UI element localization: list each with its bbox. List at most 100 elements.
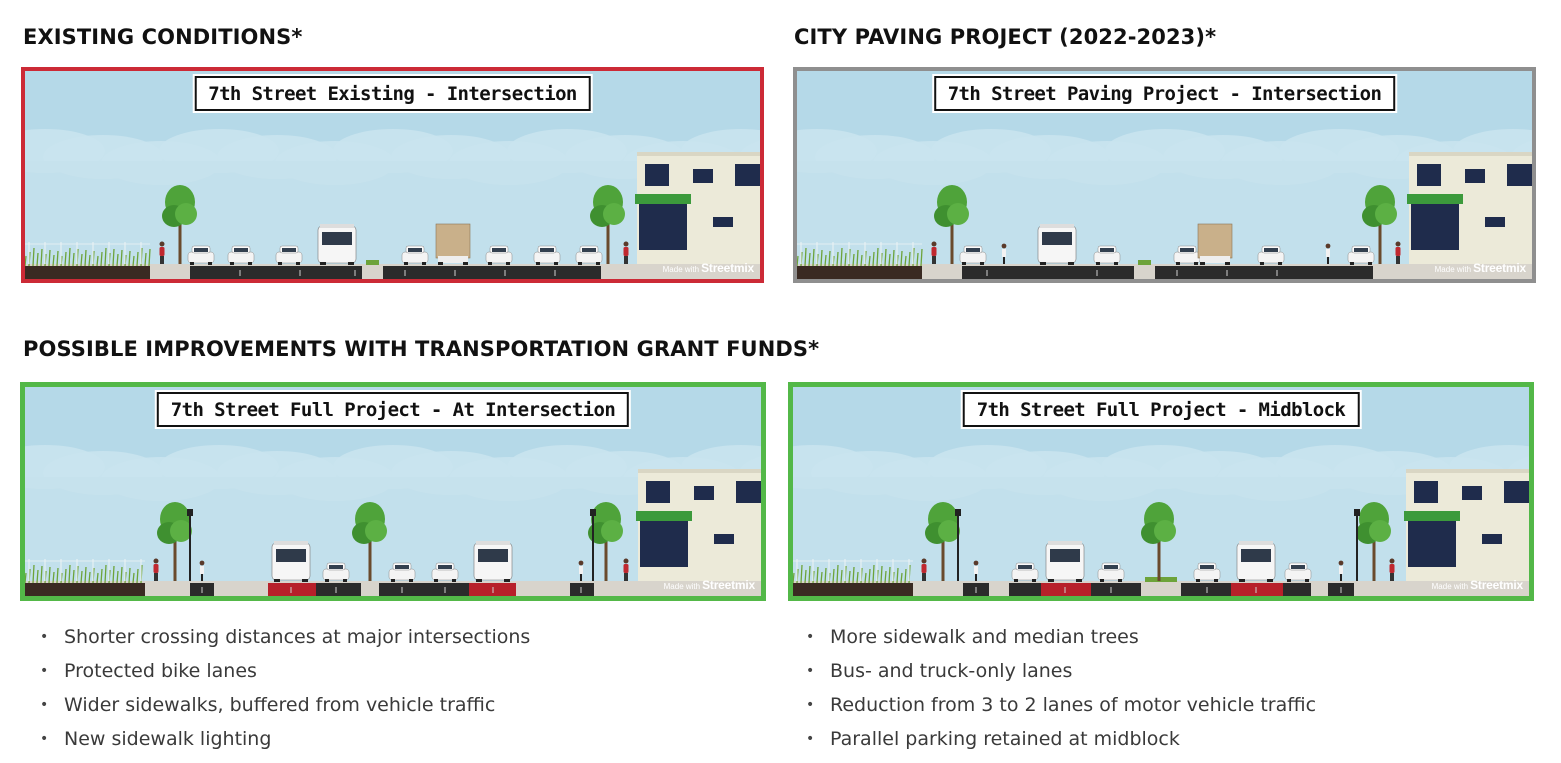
tree xyxy=(590,185,625,264)
shop-window xyxy=(640,521,688,567)
panel-title-existing: 7th Street Existing - Intersection xyxy=(194,76,591,111)
bullet-icon: • xyxy=(806,697,815,713)
person-legs xyxy=(160,256,164,264)
person-body xyxy=(159,247,165,256)
grass-blade xyxy=(824,254,827,267)
pedestrian xyxy=(623,241,629,264)
cyclist-body xyxy=(974,566,978,574)
car-wheel xyxy=(343,579,347,582)
grass-blade xyxy=(48,566,51,584)
grass-blade xyxy=(844,252,847,267)
car xyxy=(1257,245,1285,265)
building-cornice xyxy=(638,469,761,473)
grass-blade xyxy=(36,569,39,584)
list-item: •New sidewalk lighting xyxy=(23,722,530,756)
car-body xyxy=(1347,251,1375,264)
heading-possible-improvements: POSSIBLE IMPROVEMENTS WITH TRANSPORTATIO… xyxy=(23,337,820,361)
travel-lane xyxy=(1155,266,1373,279)
shop-window xyxy=(639,204,687,250)
car-wheel xyxy=(391,579,395,582)
list-item: •Shorter crossing distances at major int… xyxy=(23,620,530,654)
grass-blade xyxy=(808,252,811,267)
bus-wheel xyxy=(1068,262,1074,265)
grass-blade xyxy=(840,247,843,267)
cyclist-head xyxy=(1001,243,1007,249)
car-wheel xyxy=(1260,262,1264,265)
car-body xyxy=(1097,568,1125,581)
car xyxy=(1097,562,1125,582)
street-lamp xyxy=(955,509,961,581)
person-head xyxy=(1389,558,1395,564)
watermark-prefix: Made with xyxy=(1431,582,1469,591)
list-item: •Bus- and truck-only lanes xyxy=(789,654,1316,688)
benefits-list-left: •Shorter crossing distances at major int… xyxy=(23,620,530,756)
bus-wheel xyxy=(320,262,326,265)
truck-bumper xyxy=(1200,256,1230,263)
building-window xyxy=(714,534,734,544)
car-wheel xyxy=(1096,262,1100,265)
bullet-icon: • xyxy=(40,697,49,713)
median xyxy=(1134,264,1155,279)
list-item: •Protected bike lanes xyxy=(23,654,530,688)
car-windshield xyxy=(234,248,248,252)
full-project-midblock-panel: 7th Street Full Project - Midblock Made … xyxy=(788,382,1534,601)
fence xyxy=(793,559,913,581)
grass-blade xyxy=(904,568,907,584)
travel-lane xyxy=(962,266,1134,279)
watermark-brand: Streetmix xyxy=(702,578,755,592)
tree xyxy=(934,185,969,264)
grass-blade xyxy=(104,564,107,584)
grass-blade xyxy=(840,569,843,584)
car-wheel xyxy=(596,262,600,265)
lamp-head xyxy=(1354,509,1360,516)
building-cornice xyxy=(1409,152,1532,156)
grass-blade xyxy=(116,253,119,267)
cyclist-head xyxy=(973,560,979,566)
car xyxy=(1173,245,1201,265)
bus-wheel xyxy=(1040,262,1046,265)
street-lamp xyxy=(590,509,596,581)
car-body xyxy=(1193,568,1221,581)
tree-crown xyxy=(1369,520,1391,542)
grass-blade xyxy=(40,565,43,584)
grass-blade xyxy=(848,570,851,584)
car-windshield xyxy=(1264,248,1278,252)
grass-blade xyxy=(68,564,71,584)
cyclist-body xyxy=(1339,566,1343,574)
grass-blade xyxy=(25,255,27,267)
car-wheel xyxy=(422,262,426,265)
tree-crown xyxy=(947,203,969,225)
bus-windshield xyxy=(1241,549,1271,562)
tree xyxy=(1356,502,1391,581)
car-wheel xyxy=(1118,579,1122,582)
grass-blade xyxy=(852,253,855,267)
median xyxy=(362,264,383,279)
bus-wheel xyxy=(476,579,482,582)
car xyxy=(431,562,459,582)
street-lamp xyxy=(1354,509,1360,581)
planting-strip xyxy=(25,266,150,279)
bus-windshield xyxy=(1050,549,1080,562)
car-wheel xyxy=(980,262,984,265)
grass-blade xyxy=(32,564,35,584)
shop-awning xyxy=(1404,511,1460,521)
travel-lane xyxy=(379,583,469,596)
car-windshield xyxy=(1200,565,1214,569)
grass-blade xyxy=(904,255,907,267)
tree-crown xyxy=(175,203,197,225)
grass-blade xyxy=(104,247,107,267)
lamp-pole xyxy=(189,515,191,581)
median-planting xyxy=(366,260,379,265)
grass-blade xyxy=(852,566,855,584)
truck xyxy=(435,223,471,265)
car-wheel xyxy=(325,579,329,582)
person-body xyxy=(623,247,629,256)
person-legs xyxy=(624,573,628,581)
grass-blade xyxy=(836,251,839,267)
grass-blade xyxy=(800,564,803,584)
grass-blade xyxy=(100,251,103,267)
shop-awning xyxy=(1407,194,1463,204)
building-window xyxy=(1465,169,1485,183)
building-window xyxy=(694,486,714,500)
bus-sign xyxy=(274,541,308,545)
